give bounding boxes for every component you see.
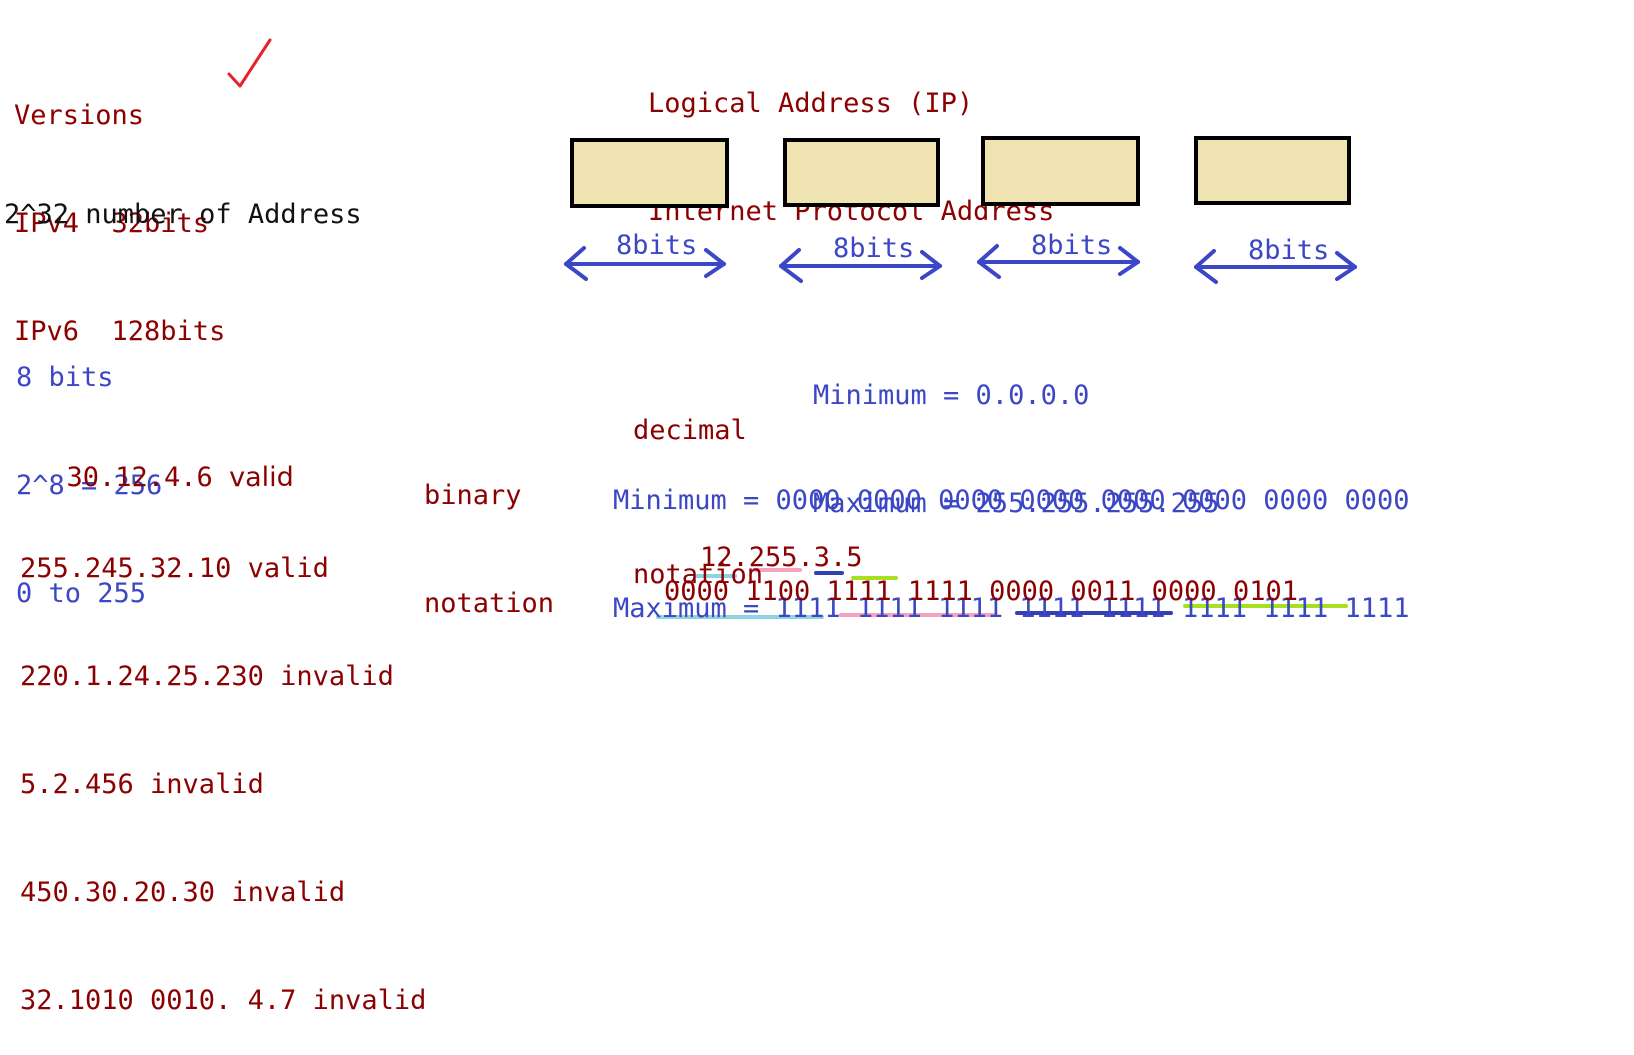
decimal-label-line-2: notation — [633, 559, 764, 590]
decimal-minimum: Minimum = 0.0.0.0 — [813, 380, 1090, 411]
versions-block: Versions IPv4 32bits IPv6 128bits — [14, 26, 225, 386]
binary-label-line-2: notation — [424, 588, 555, 619]
address-count: 2^32 number of Address — [4, 199, 362, 230]
octet-box-3 — [981, 136, 1140, 206]
example-item: 450.30.20.30 invalid — [20, 877, 346, 908]
octet-box-4 — [1194, 136, 1351, 205]
check-mark-icon — [227, 38, 272, 88]
binary-maximum: Maximum = 1111 1111 1111 1111 1111 1111 … — [613, 593, 1410, 624]
example-first-verdict: valid — [229, 462, 294, 493]
octet-power: 2^8 = 256 — [16, 470, 163, 501]
octet-label-2: 8bits — [833, 233, 915, 264]
octet-arrow-2 — [779, 248, 942, 283]
decimal-notation-label: decimal notation — [633, 311, 763, 647]
octet-label-4: 8bits — [1248, 235, 1330, 266]
example-item: 220.1.24.25.230 invalid — [20, 661, 394, 692]
binary-range: Minimum = 0000 0000 0000 0000 0000 0000 … — [613, 411, 1410, 663]
octet-box-1 — [570, 138, 729, 208]
octet-arrow-3 — [977, 244, 1140, 279]
octet-range: 0 to 255 — [16, 578, 147, 609]
conversion-binary: 0000 1100 1111 1111 0000 0011 0000 0101 — [664, 576, 1298, 607]
binary-notation-label: binary notation — [424, 406, 554, 658]
decimal-range: Minimum = 0.0.0.0 Maximum = 255.255.255.… — [813, 306, 1219, 558]
octet-bits: 8 bits — [16, 362, 114, 393]
example-item: 255.245.32.10 valid — [20, 553, 329, 584]
octet-box-2 — [783, 138, 940, 207]
binary-minimum: Minimum = 0000 0000 0000 0000 0000 0000 … — [613, 485, 1410, 516]
decimal-maximum: Maximum = 255.255.255.255 — [813, 488, 1220, 519]
versions-heading: Versions — [14, 100, 145, 131]
example-first: 30.12.4.6 valid — [34, 424, 294, 496]
ipv4-line: IPv4 32bits — [14, 208, 210, 239]
example-item: 32.1010 0010. 4.7 invalid — [20, 985, 427, 1016]
conversion-decimal: 12.255.3.5 — [700, 542, 863, 573]
octet-arrow-1 — [564, 246, 726, 281]
octet-arrow-4 — [1194, 249, 1357, 284]
ipv6-line: IPv6 128bits — [14, 316, 226, 347]
octet-label-3: 8bits — [1031, 230, 1113, 261]
octet-label-1: 8bits — [616, 230, 698, 261]
example-item: 5.2.456 invalid — [20, 769, 264, 800]
example-first-address: 30.12.4.6 — [66, 462, 213, 493]
title-line-1: Logical Address (IP) — [648, 88, 974, 119]
decimal-label-line-1: decimal — [633, 415, 747, 446]
diagram-drawing — [227, 38, 1357, 619]
binary-label-line-1: binary — [424, 480, 522, 511]
octet-info-block: 8 bits 2^8 = 256 0 to 255 — [16, 288, 162, 648]
